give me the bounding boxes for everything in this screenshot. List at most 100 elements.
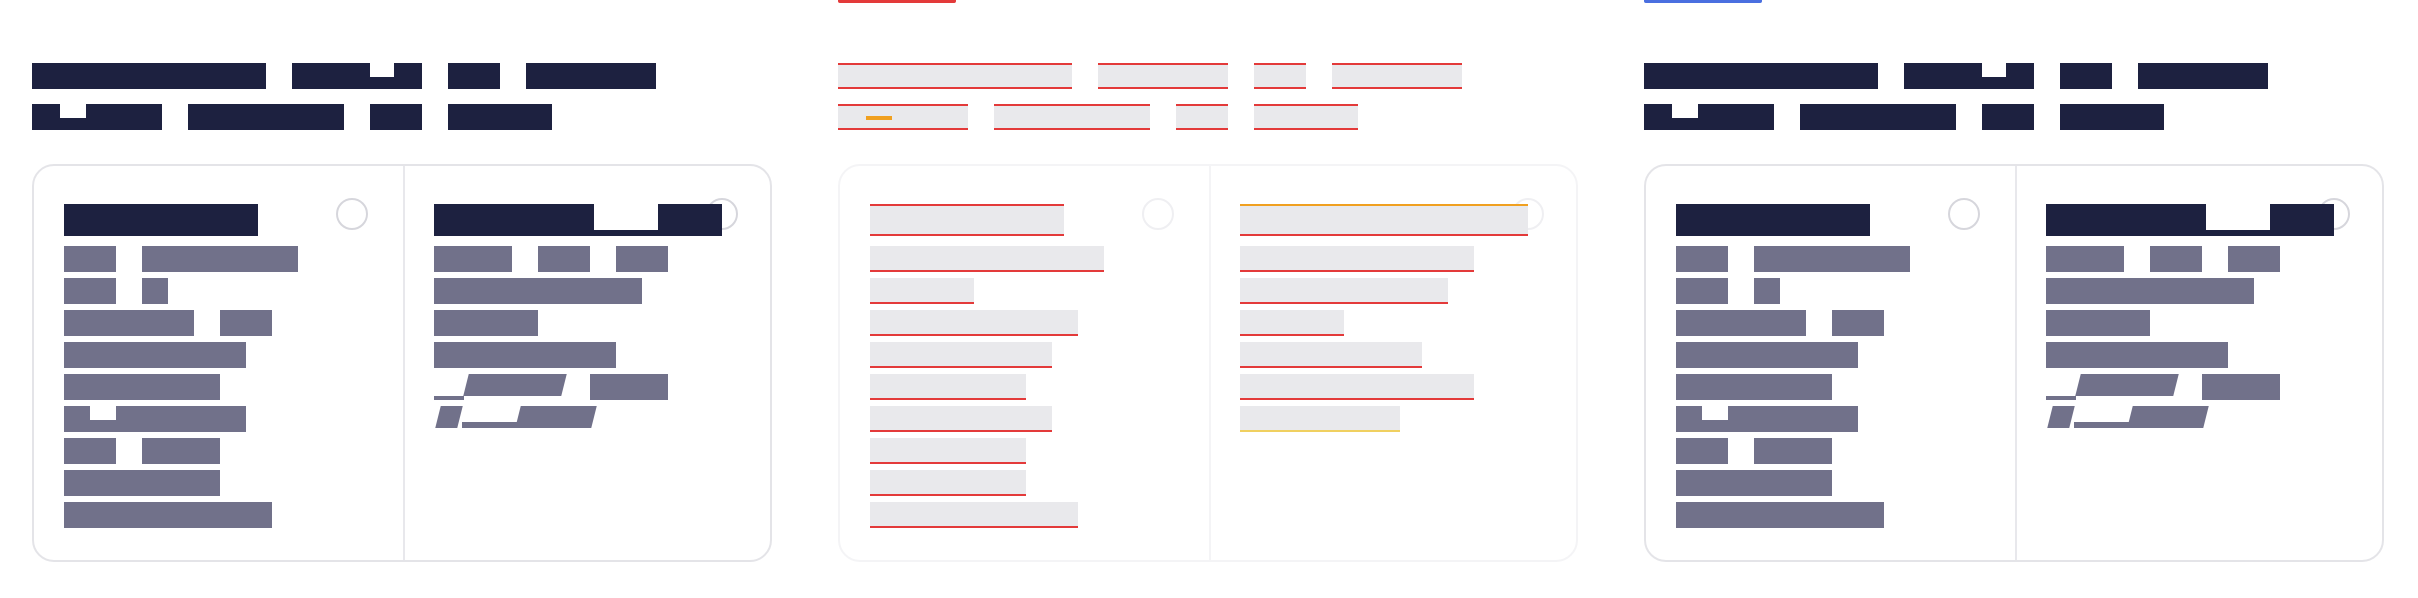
option-line [64,470,220,496]
option-line [2074,422,2130,428]
option-line [1676,246,1728,272]
heading-word [32,104,162,130]
option-line [1676,278,1728,304]
option-line [870,406,1052,432]
option-line [870,438,1026,464]
option-line [434,342,616,368]
option-line [1754,278,1780,304]
option-line [2075,374,2179,396]
option-radio[interactable] [336,198,368,230]
heading-word [292,63,422,89]
option-line [1754,246,1910,272]
option-line [142,278,168,304]
card-divider [1209,166,1211,560]
option-line [870,278,974,304]
accent-indicator [1644,0,1762,3]
option-line [64,374,220,400]
accent-indicator [838,0,956,3]
heading-word [370,104,422,130]
heading-word [838,63,1072,89]
option-line [434,278,642,304]
option-line [462,422,518,428]
option-radio[interactable] [1142,198,1174,230]
option-line [590,374,668,400]
heading-word [838,104,968,130]
option-line [2046,396,2076,400]
option-line [2228,246,2280,272]
option-line [142,438,220,464]
option-line [870,246,1104,272]
option-line [64,438,116,464]
option-title [2046,204,2334,236]
option-line [64,278,116,304]
option-line [870,342,1052,368]
option-line [2202,374,2280,400]
heading-word [448,63,500,89]
option-line [64,342,246,368]
option-line [64,310,194,336]
option-card-group [32,164,772,562]
option-line [1676,438,1728,464]
heading-word [2060,104,2164,130]
heading-word [1098,63,1228,89]
option-line [870,470,1026,496]
option-line [2127,406,2209,428]
option-line [1676,374,1832,400]
option-line [1676,470,1832,496]
option-line [2046,342,2228,368]
option-line [142,246,298,272]
option-line [64,502,272,528]
panel-left [0,0,806,598]
option-line [1240,342,1422,368]
option-line [870,374,1026,400]
heading-word [1254,104,1358,130]
option-line [870,310,1078,336]
option-line [1676,502,1884,528]
option-card-group [1644,164,2384,562]
option-line [435,406,463,428]
heading-word [2138,63,2268,89]
heading-word [1332,63,1462,89]
option-line [616,246,668,272]
option-line [1240,374,1474,400]
option-title [870,204,1064,236]
panel-right [1612,0,2418,598]
option-line [1240,246,1474,272]
option-line [2046,310,2150,336]
option-line [2046,278,2254,304]
option-line [220,310,272,336]
heading-word [2060,63,2112,89]
option-line [2150,246,2202,272]
option-line [538,246,590,272]
heading-word [1982,104,2034,130]
option-line [1240,278,1448,304]
option-line [2046,246,2124,272]
heading-word [1176,104,1228,130]
option-line [1676,406,1858,432]
heading-word [1644,104,1774,130]
card-divider [403,166,405,560]
option-title [64,204,258,236]
option-line [64,246,116,272]
heading-word [1904,63,2034,89]
option-line [515,406,597,428]
heading-word [448,104,552,130]
option-title [1676,204,1870,236]
panel-middle [806,0,1612,598]
heading-word [1800,104,1956,130]
heading-word [526,63,656,89]
option-card-group [838,164,1578,562]
option-title [434,204,722,236]
heading-word [188,104,344,130]
option-line [463,374,567,396]
heading-word [32,63,266,89]
option-radio[interactable] [1948,198,1980,230]
option-line [1754,438,1832,464]
option-line [434,246,512,272]
card-divider [2015,166,2017,560]
option-line [1240,406,1400,432]
option-line [434,310,538,336]
option-line [2047,406,2075,428]
heading-word [1254,63,1306,89]
